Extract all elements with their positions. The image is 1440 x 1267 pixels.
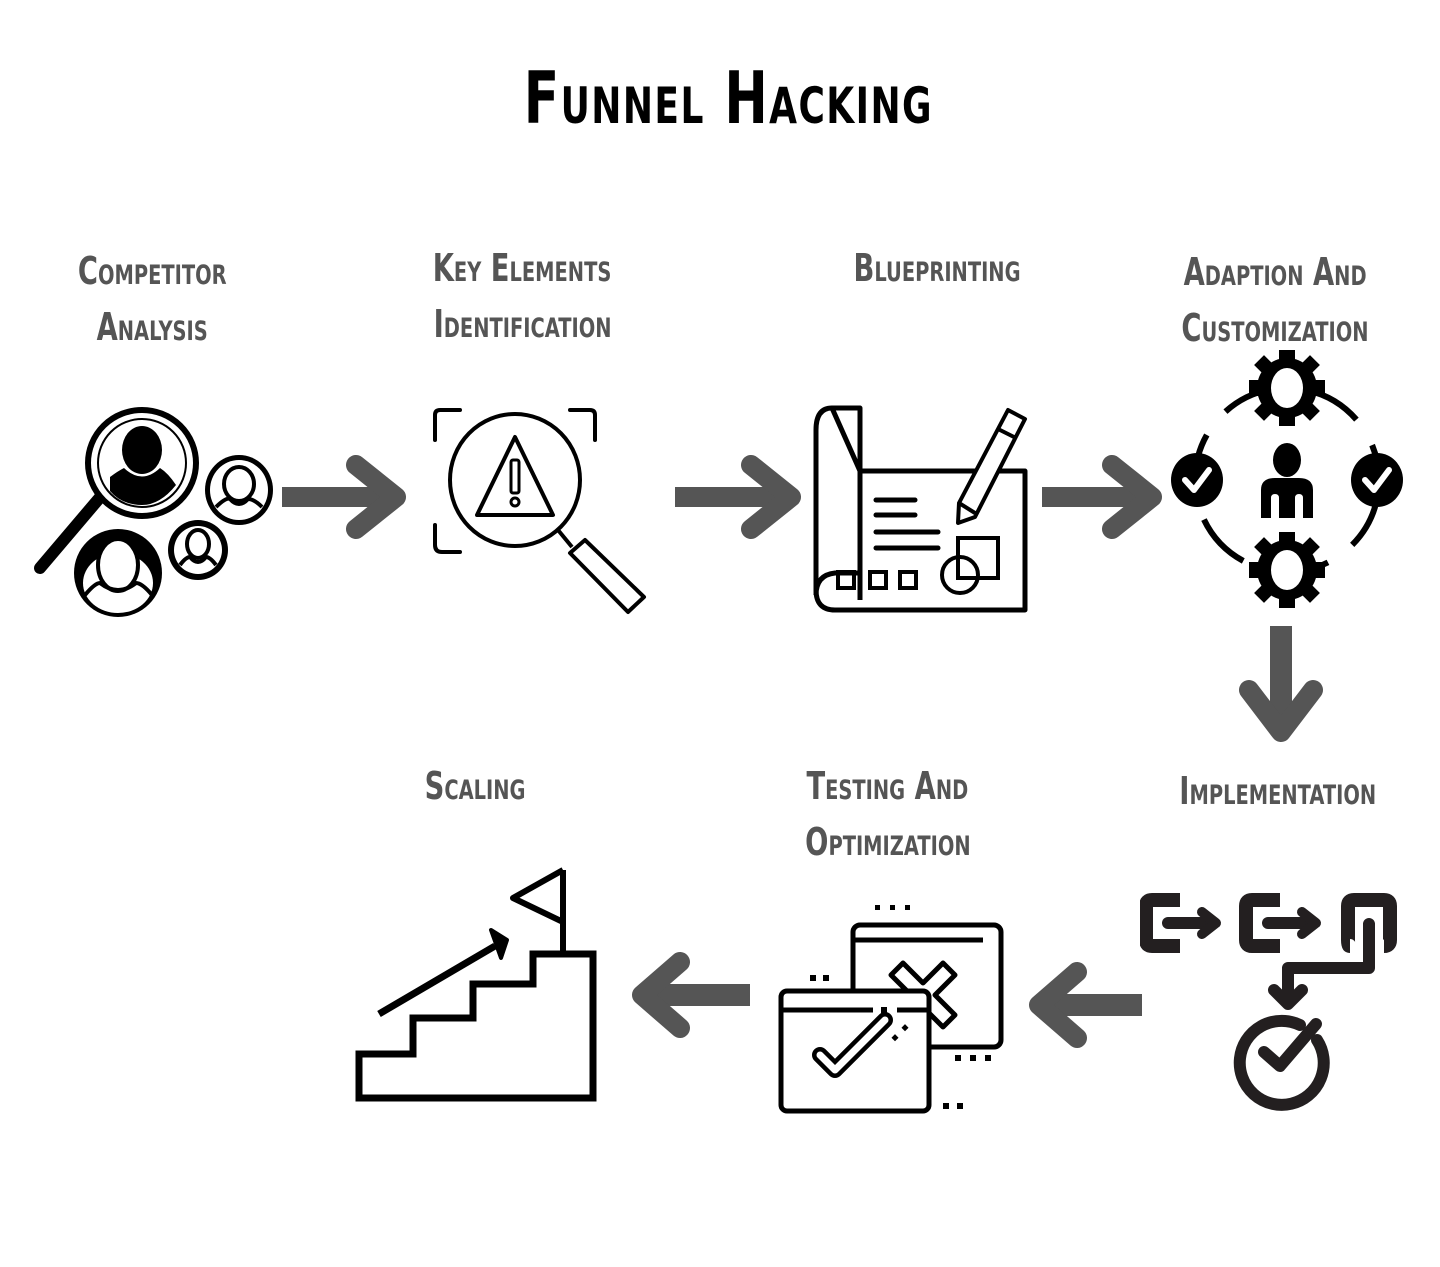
arrow-right-1 <box>282 455 406 539</box>
step-label-blueprinting: Blueprinting <box>853 246 1022 290</box>
diagram-title: Funnel Hacking <box>523 56 934 140</box>
gear-icon-top <box>1249 350 1325 426</box>
step-label-adaption: Adaption And Customization <box>1181 250 1369 350</box>
step-label-competitor-analysis: Competitor Analysis <box>78 249 227 349</box>
step-label-implementation: Implementation <box>1179 769 1376 813</box>
check-badge-right-icon <box>1351 453 1403 507</box>
stairs-flag-icon <box>355 867 597 1102</box>
windows-check-cross-icon <box>778 905 1004 1114</box>
arrow-left-1 <box>1029 962 1142 1048</box>
step-label-scaling: Scaling <box>424 764 526 808</box>
arrow-right-3 <box>1042 455 1162 539</box>
step-label-key-elements: Key Elements Identification <box>433 246 612 346</box>
blueprint-pencil-icon <box>813 405 1028 613</box>
check-badge-left-icon <box>1171 453 1223 507</box>
arrow-down <box>1239 626 1323 742</box>
gear-icon-bottom <box>1249 532 1325 608</box>
magnifier-warning-icon <box>433 408 646 614</box>
process-flow-check-icon <box>1140 893 1397 1111</box>
person-icon <box>1261 443 1313 518</box>
person-gears-cycle-icon <box>1171 350 1403 608</box>
magnifier-users-icon <box>34 407 273 617</box>
arrow-left-2 <box>632 952 750 1038</box>
arrow-right-2 <box>675 455 801 539</box>
step-label-testing: Testing And Optimization <box>804 764 971 864</box>
